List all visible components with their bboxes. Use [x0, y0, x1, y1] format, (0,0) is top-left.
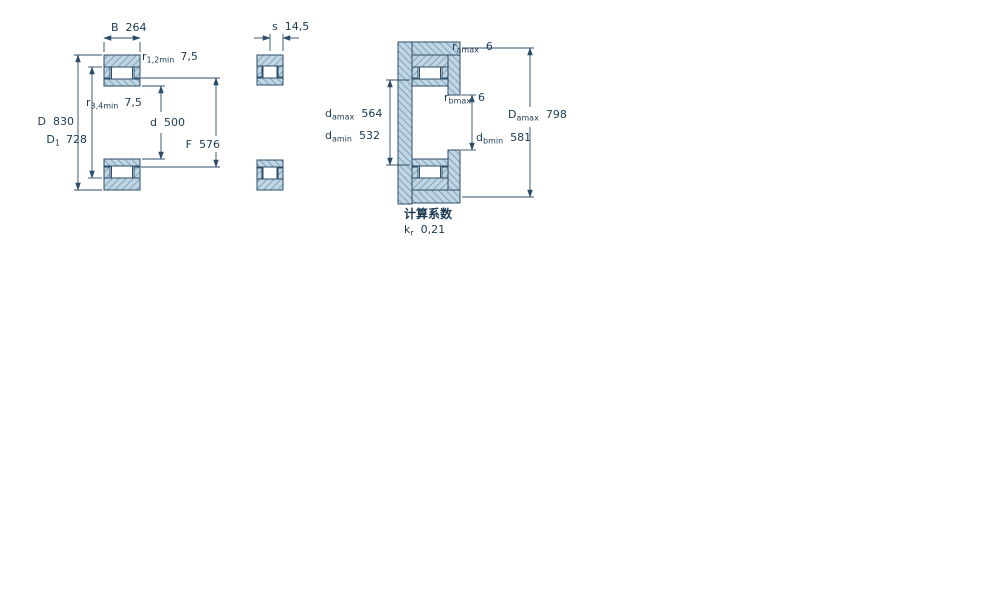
inner-ring-bottom-section: [103, 158, 141, 167]
outer-ring-top-section: [256, 54, 284, 67]
factors-title: 计算系数: [404, 206, 453, 221]
outer-ring-flange: [133, 166, 141, 179]
shaft-shoulder: [397, 41, 413, 205]
outer-ring-flange: [103, 166, 111, 179]
inner-ring-top-section: [256, 77, 284, 86]
outer-ring-flange: [411, 66, 419, 79]
outer-ring-flange: [441, 66, 449, 79]
housing-shoulder-bottom: [411, 189, 461, 204]
abutment-collar-top: [447, 54, 461, 96]
roller: [419, 66, 441, 80]
roller: [111, 165, 133, 179]
outer-ring-flange: [277, 167, 284, 180]
outer-ring-flange: [133, 66, 141, 79]
outer-ring-flange: [256, 167, 263, 180]
roller: [111, 66, 133, 80]
outer-ring-flange: [441, 166, 449, 179]
outer-ring-bottom-section: [411, 177, 449, 191]
roller: [419, 165, 441, 179]
inner-ring-bottom-section: [411, 158, 449, 167]
outer-ring-top-section: [411, 54, 449, 68]
roller: [262, 65, 278, 79]
outer-ring-flange: [256, 65, 263, 78]
inner-ring-top-section: [411, 78, 449, 87]
outer-ring-flange: [277, 65, 284, 78]
outer-ring-flange: [103, 66, 111, 79]
outer-ring-top-section: [103, 54, 141, 68]
roller: [262, 166, 278, 180]
abutment-collar-bottom: [447, 149, 461, 191]
inner-ring-bottom-section: [256, 159, 284, 168]
outer-ring-bottom-section: [103, 177, 141, 191]
outer-ring-bottom-section: [256, 178, 284, 191]
inner-ring-top-section: [103, 78, 141, 87]
outer-ring-flange: [411, 166, 419, 179]
